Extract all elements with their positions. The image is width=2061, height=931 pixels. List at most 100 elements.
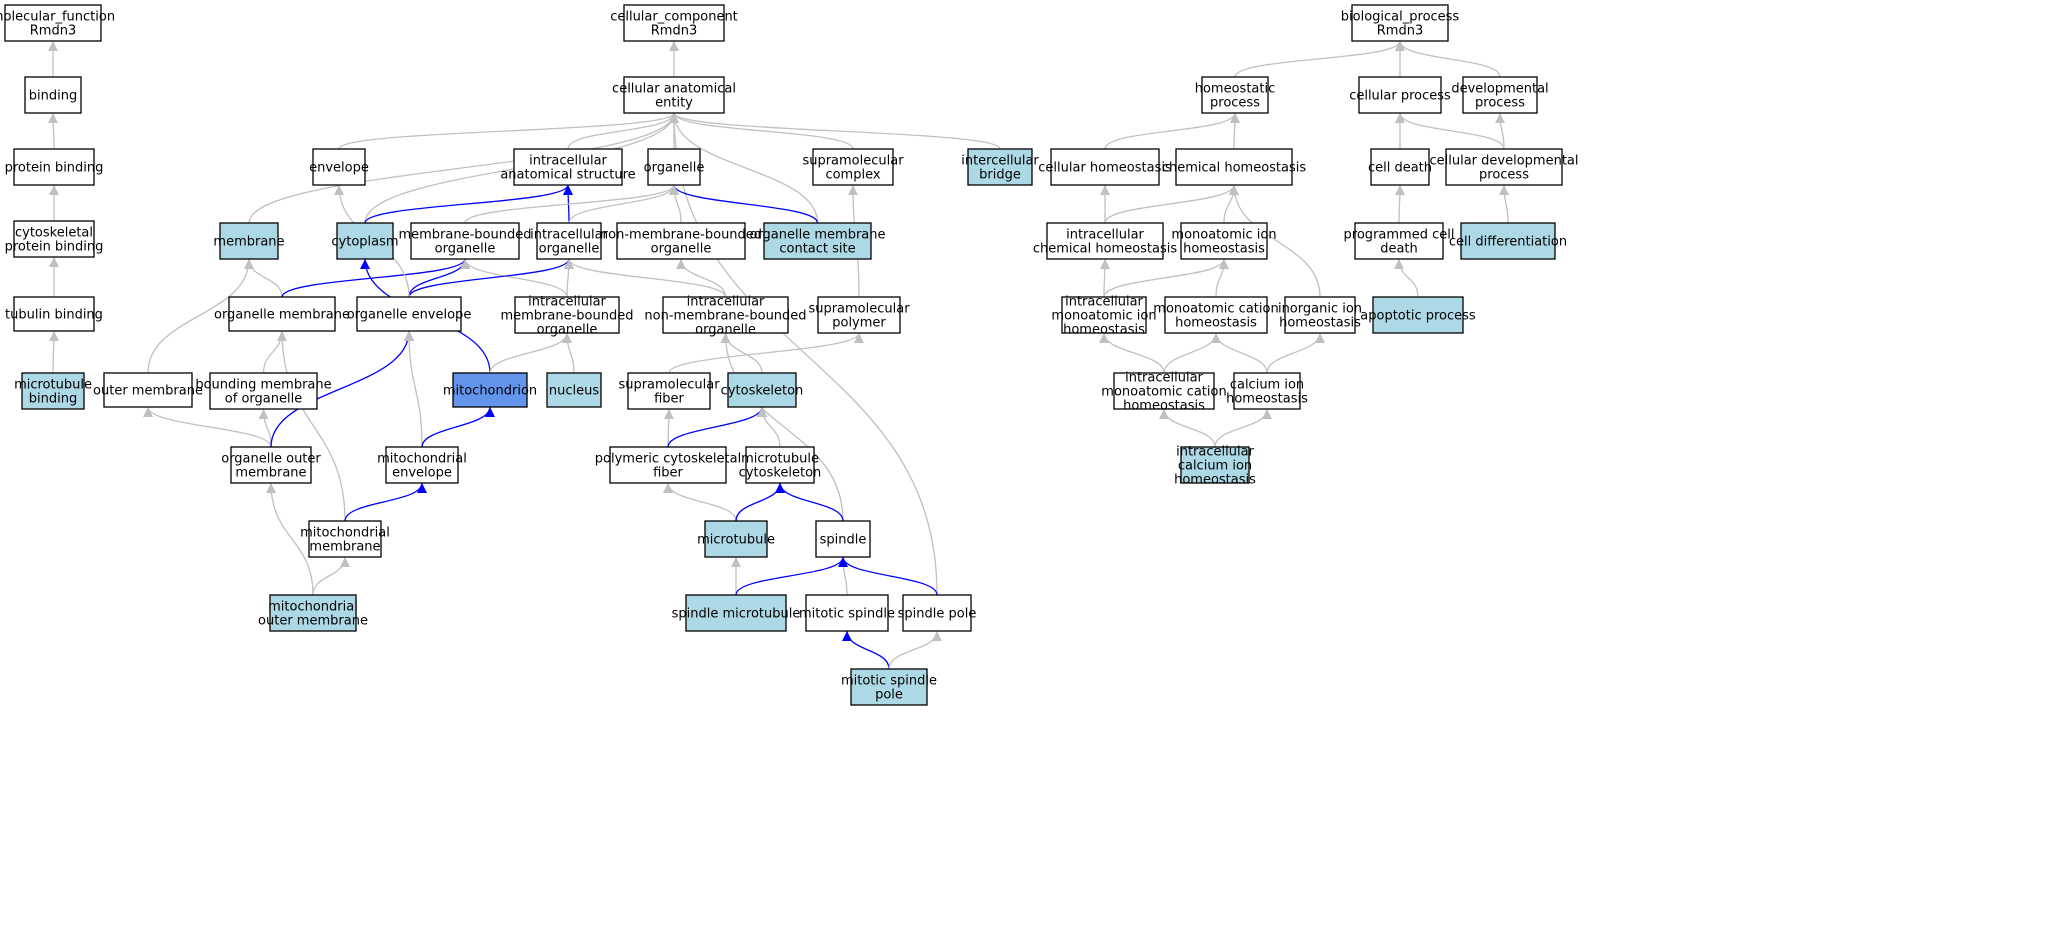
go-term-box — [727, 372, 797, 408]
edge-organelle-membrane-to-membrane — [244, 258, 283, 298]
go-term-label: supramolecular — [618, 378, 720, 393]
go-term-mitotic-spindle[interactable]: mitotic spindle — [799, 594, 895, 632]
go-term-nucleus[interactable]: nucleus — [546, 372, 602, 408]
go-term-box — [627, 372, 711, 410]
go-term-box — [1180, 222, 1268, 260]
go-term-cytoskeleton[interactable]: cytoskeleton — [721, 372, 804, 408]
go-term-label: binding — [29, 89, 77, 104]
go-term-label: Rmdn3 — [1377, 24, 1423, 39]
go-term-organelle-membrane[interactable]: organelle membrane — [214, 296, 350, 332]
go-term-box — [103, 372, 193, 408]
go-term-box — [902, 594, 972, 632]
go-term-box — [967, 148, 1033, 186]
edge-mitochondrial-membrane-to-organelle-membrane — [277, 330, 346, 522]
go-term-label: molecular_function — [0, 10, 115, 25]
edge-calcium-ion-homeostasis-to-inorganic-ion-homeostasis — [1266, 332, 1325, 374]
go-term-label: entity — [655, 96, 693, 111]
go-term-label: organelle — [651, 242, 712, 257]
go-term-box — [219, 222, 279, 260]
go-term-organelle-envelope[interactable]: organelle envelope — [347, 296, 472, 332]
edge-cytoplasm-to-intracellular-anatomical-structure — [364, 184, 573, 224]
go-term-protein-binding[interactable]: protein binding — [5, 148, 104, 186]
go-term-spindle-pole[interactable]: spindle pole — [898, 594, 977, 632]
go-term-label: outer membrane — [93, 384, 203, 399]
go-term-label: membrane — [235, 466, 306, 481]
go-term-tubulin-binding[interactable]: tubulin binding — [5, 296, 103, 332]
go-term-label: process — [1210, 96, 1260, 111]
go-term-label: protein binding — [5, 161, 104, 176]
go-term-organelle[interactable]: organelle — [644, 148, 705, 186]
edge-apoptotic-process-to-programmed-cell-death — [1394, 258, 1419, 298]
go-term-box — [623, 76, 725, 114]
go-term-label: homeostasis — [1063, 323, 1145, 338]
edge-inorganic-ion-homeostasis-to-chemical-homeostasis — [1229, 184, 1321, 298]
go-term-label: organelle — [539, 242, 600, 257]
go-term-outer-membrane[interactable]: outer membrane — [93, 372, 203, 408]
go-term-label: nucleus — [549, 384, 599, 399]
go-term-cell-differentiation[interactable]: cell differentiation — [1449, 222, 1567, 260]
go-term-label: process — [1475, 96, 1525, 111]
go-term-label: envelope — [392, 466, 452, 481]
edge-mitochondrial-envelope-to-mitochondrion — [421, 406, 495, 448]
edge-cellular-homeostasis-to-homeostatic-process — [1104, 112, 1240, 150]
go-term-cell-death[interactable]: cell death — [1368, 148, 1432, 186]
edge-organelle-membrane-contact-site-to-organelle — [669, 184, 819, 224]
go-term-microtubule[interactable]: microtubule — [697, 520, 775, 558]
go-term-cytoplasm[interactable]: cytoplasm — [331, 222, 399, 260]
go-term-label: cell death — [1368, 161, 1432, 176]
go-term-membrane[interactable]: membrane — [213, 222, 285, 260]
go-term-intracellular-non-membrane-bounded-organelle[interactable]: intracellularnon-membrane-boundedorganel… — [644, 295, 806, 338]
go-term-cellular-homeostasis[interactable]: cellular homeostasis — [1038, 148, 1172, 186]
edge-calcium-ion-homeostasis-to-monoatomic-cation-homeostasis — [1211, 332, 1268, 374]
go-term-spindle-microtubule[interactable]: spindle microtubule — [672, 594, 801, 632]
go-term-apoptotic-process[interactable]: apoptotic process — [1360, 296, 1476, 334]
go-term-mitochondrion[interactable]: mitochondrion — [443, 372, 537, 408]
go-term-label: cytoskeletal — [15, 226, 93, 241]
go-term-envelope[interactable]: envelope — [309, 148, 369, 186]
go-term-label: cytoplasm — [331, 235, 398, 250]
go-term-box — [24, 76, 82, 114]
go-term-cellular-process[interactable]: cellular process — [1349, 76, 1451, 114]
go-term-spindle[interactable]: spindle — [815, 520, 871, 558]
go-term-chemical-homeostasis[interactable]: chemical homeostasis — [1162, 148, 1307, 186]
go-term-binding[interactable]: binding — [24, 76, 82, 114]
go-term-label: intracellular — [1066, 228, 1144, 243]
go-term-box — [609, 446, 727, 484]
